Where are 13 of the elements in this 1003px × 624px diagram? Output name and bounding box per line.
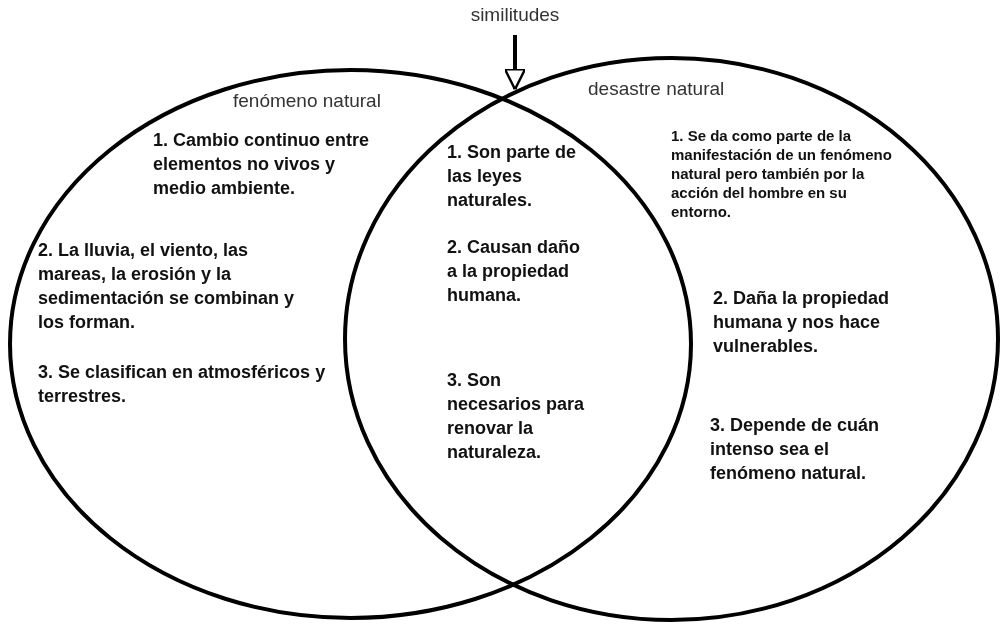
similarities-label: similitudes — [469, 4, 561, 26]
list-item: 2. Causan daño a la propiedad humana. — [447, 236, 582, 307]
list-item: 1. Son parte de las leyes naturales. — [447, 141, 578, 212]
list-item: 3. Son necesarios para renovar la naturaleza. — [447, 369, 586, 464]
list-item: 2. La lluvia, el viento, las mareas, la erosión y la sedimentación se combinan y los forman. — [38, 239, 296, 334]
circle-heading: desastre natural — [588, 78, 726, 100]
circle-heading: fenómeno natural — [233, 90, 382, 112]
list-item: 2. Daña la propiedad humana y nos hace vulnerables. — [713, 287, 891, 358]
list-item: 3. Se clasifican en atmosféricos y terrestres. — [38, 361, 327, 408]
list-item: 3. Depende de cuán intenso sea el fenómeno natural. — [710, 414, 881, 485]
arrow — [503, 35, 527, 91]
list-item: 1. Cambio continuo entre elementos no vivos y medio ambiente. — [153, 129, 371, 200]
list-item: 1. Se da como parte de la manifestación de un fenómeno natural pero también por la acción del hombre en su entorno. — [671, 126, 893, 221]
